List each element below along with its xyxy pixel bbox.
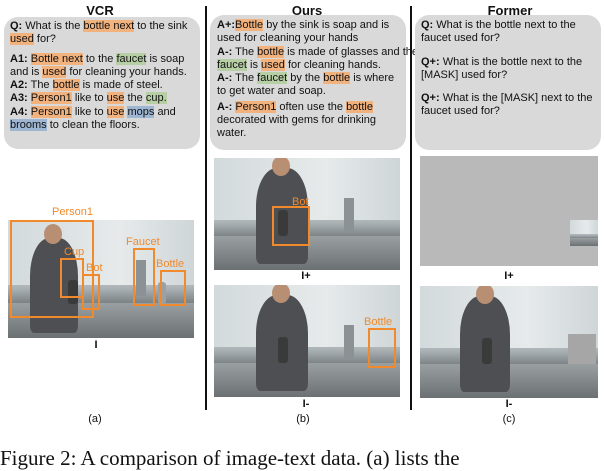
vcr-person-label: Person1 [52,206,93,218]
ours-positive-bottle-label: Bot [292,196,309,208]
ours-positive-image-label: I+ [301,270,311,282]
former-negative-image-label: I- [505,398,513,410]
former-small-patch [570,220,598,246]
former-question: Q: What is the bottle next to the [421,19,576,31]
former-masked-image [420,156,598,266]
vcr-answer-4: A4: Person1 like to use mops and [10,105,176,118]
vcr-title: VCR [86,3,114,18]
former-question-masked-1: Q+: What is the bottle next to the [421,55,583,68]
ours-title: Ours [291,3,323,18]
ours-negative-bottle-label: Bottle [364,316,393,328]
vcr-image-label: I [94,339,98,351]
vcr-answer-1: A1: Bottle next to the faucet is soap [10,52,185,65]
vcr-kitchen-image [8,220,194,338]
former-title: Former [487,3,533,18]
ours-subfigure-label: (b) [296,413,310,425]
ours-negative-answer-1: A-: The bottle is made of glasses and th… [217,45,419,58]
ours-negative-answer-2: A-: The faucet by the bottle is where [217,72,395,85]
vcr-question: Q: What is the bottle next to the sink [10,20,188,32]
ours-positive-answer: A+:Bottle by the sink is soap and is [217,19,390,31]
vcr-bottle-box-a [82,274,100,310]
former-masked-patch [568,334,596,364]
ours-negative-bottle-box [368,328,396,368]
figure-caption: Figure 2: A comparison of image-text dat… [0,446,460,470]
vcr-bottle-box-b [160,270,186,306]
vcr-cup-box [60,258,84,298]
ours-text-bubble: A+:Bottle by the sink is soap and is use… [210,15,419,150]
vcr-faucet-box [133,248,155,306]
vcr-subfigure-label: (a) [88,413,102,425]
separator-right [410,6,412,410]
former-positive-image-label: I+ [504,270,514,282]
former-text-bubble: Q: What is the bottle next to the faucet… [415,15,601,150]
ours-negative-image-label: I- [302,398,310,410]
ours-positive-image [214,158,400,270]
vcr-answer-3: A3: Person1 like to use the cup. [10,92,167,105]
vcr-cup-label: Cup [64,246,85,258]
vcr-bottle-label-b: Bottle [156,258,185,270]
vcr-answer-2: A2: The bottle is made of steel. [10,79,163,92]
vcr-faucet-label: Faucet [126,236,160,248]
former-question-masked-2: Q+: What is the [MASK] next to the [421,92,593,105]
ours-positive-bottle-box [272,206,310,246]
former-subfigure-label: (c) [502,413,516,425]
separator-left [205,6,207,410]
ours-negative-answer-3: A-: Person1 often use the bottle [217,100,373,113]
vcr-text-bubble: Q: What is the bottle next to the sink u… [4,17,200,149]
vcr-person-box [10,220,94,318]
vcr-bottle-label-a: Bot [86,262,103,274]
